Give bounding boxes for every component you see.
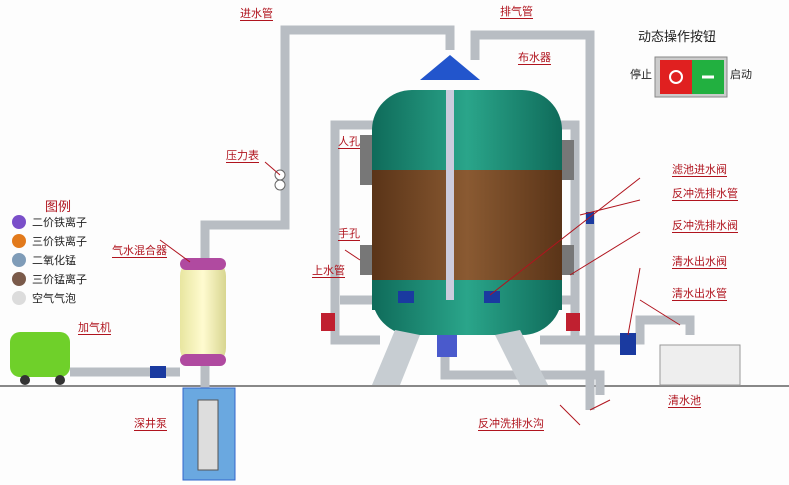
label-clean-outlet-pipe: 清水出水管 [672,287,727,301]
stop-label: 停止 [630,68,652,81]
legend-item: 三价锰离子 [12,271,87,287]
air-bubble-icon [12,291,26,305]
ferric-ion-icon [12,234,26,248]
label-hand-hole: 手孔 [338,227,360,241]
stop-button[interactable] [660,60,692,94]
valves [321,313,580,331]
aerator [10,332,70,377]
legend-item: 三价铁离子 [12,233,87,249]
ferrous-ion-icon [12,215,26,229]
distributor [420,55,480,80]
label-manhole: 人孔 [338,135,360,149]
label-backwash-drain-ditch: 反冲洗排水沟 [478,417,544,431]
label-filter-inlet-valve: 滤池进水阀 [672,163,727,177]
label-vent-pipe: 排气管 [500,5,533,19]
label-pressure-gauge: 压力表 [226,149,259,163]
label-deep-well-pump: 深井泵 [134,417,167,431]
clean-water-pool [659,344,741,386]
legend-item: 空气气泡 [12,290,76,306]
leader-lines [159,161,681,426]
legend-item: 二氧化锰 [12,252,76,268]
label-clean-outlet-valve: 清水出水阀 [672,255,727,269]
label-gas-water-mixer: 气水混合器 [112,244,167,258]
start-label: 启动 [730,68,752,81]
label-upper-pipe: 上水管 [312,264,345,278]
gas-water-mixer [180,258,226,366]
label-aerator: 加气机 [78,321,111,335]
label-backwash-drain-valve: 反冲洗排水阀 [672,219,738,233]
manganese-dioxide-icon [12,253,26,267]
label-distributor: 布水器 [518,51,551,65]
legend-title: 图例 [45,200,72,215]
label-clean-water-pool: 清水池 [668,394,701,408]
legend-item: 二价铁离子 [12,214,87,230]
label-inlet-pipe: 进水管 [240,7,273,21]
filter-media [372,170,562,280]
label-backwash-drain-pipe: 反冲洗排水管 [672,187,738,201]
controls-title: 动态操作按钮 [638,30,717,45]
manganic-ion-icon [12,272,26,286]
